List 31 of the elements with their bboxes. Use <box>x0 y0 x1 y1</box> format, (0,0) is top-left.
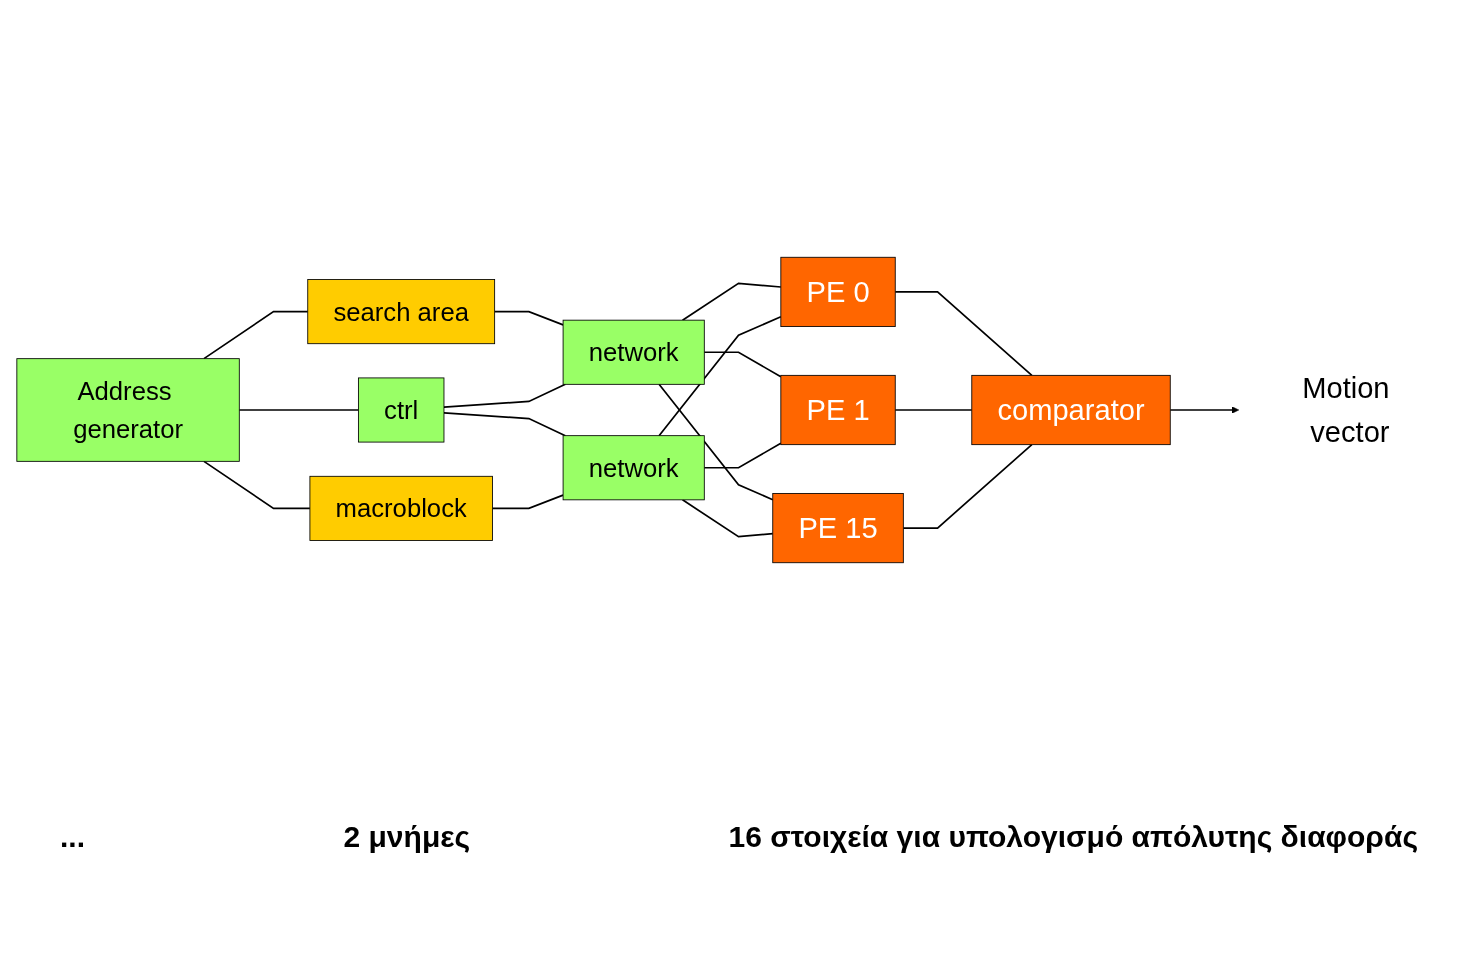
note-text: ... <box>60 820 85 854</box>
connector <box>658 383 774 501</box>
connector <box>902 443 1033 529</box>
node-box: ctrl <box>358 377 445 443</box>
connector <box>443 383 567 408</box>
connector <box>703 351 782 378</box>
connector <box>493 310 564 326</box>
node-text: Motion vector <box>1302 371 1390 448</box>
node-box: PE 0 <box>780 256 896 327</box>
connector <box>491 494 564 510</box>
connector <box>894 291 1033 377</box>
node-box: PE 1 <box>780 374 896 446</box>
connector <box>894 409 973 411</box>
connector <box>238 409 360 411</box>
connector <box>203 460 311 510</box>
note-text: 2 μνήμες <box>343 820 471 854</box>
connector <box>681 282 782 321</box>
arrow <box>1169 406 1240 414</box>
node-box: network <box>562 319 705 385</box>
connector <box>681 499 774 538</box>
node-box: network <box>562 435 705 501</box>
connector <box>703 442 782 469</box>
node-box: search area <box>307 279 496 345</box>
node-box: macroblock <box>309 475 493 541</box>
connector <box>443 412 567 437</box>
node-box: Address generator <box>16 358 240 462</box>
note-text: 16 στοιχεία για υπολογισμό απόλυτης διαφοράς <box>728 820 1418 854</box>
connector <box>658 315 782 437</box>
node-box: comparator <box>971 374 1171 446</box>
node-box: PE 15 <box>772 493 904 564</box>
connector <box>203 310 309 360</box>
